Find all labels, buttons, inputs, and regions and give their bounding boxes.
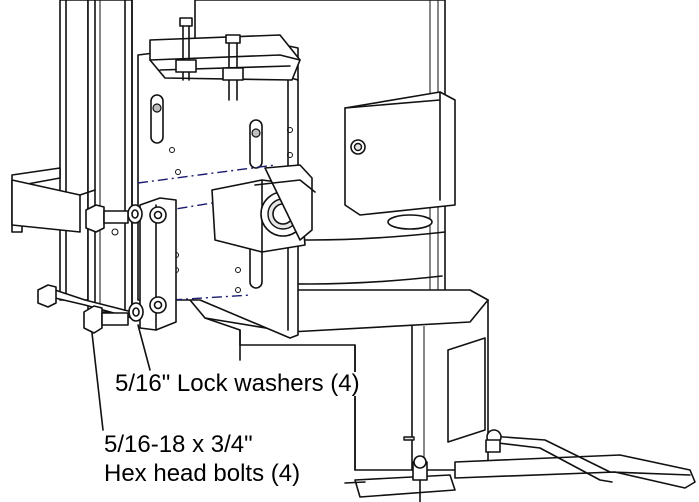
junction-box xyxy=(344,91,456,230)
lock-washers xyxy=(127,204,144,322)
pedestal-base xyxy=(189,289,489,471)
hex-bolts-spec-label: 5/16-18 x 3/4" xyxy=(104,431,253,458)
vertical-column xyxy=(11,0,133,319)
hex-bolts-label: Hex head bolts (4) xyxy=(104,460,301,487)
coupler-block xyxy=(211,164,316,253)
bracket-arm xyxy=(354,429,696,502)
callout-leaders xyxy=(91,324,366,484)
top-adjust-bolts xyxy=(175,17,244,101)
hex-head-bolts xyxy=(37,204,129,334)
lock-washers-label: 5/16" Lock washers (4) xyxy=(115,370,360,397)
spacer-bar xyxy=(139,197,177,331)
